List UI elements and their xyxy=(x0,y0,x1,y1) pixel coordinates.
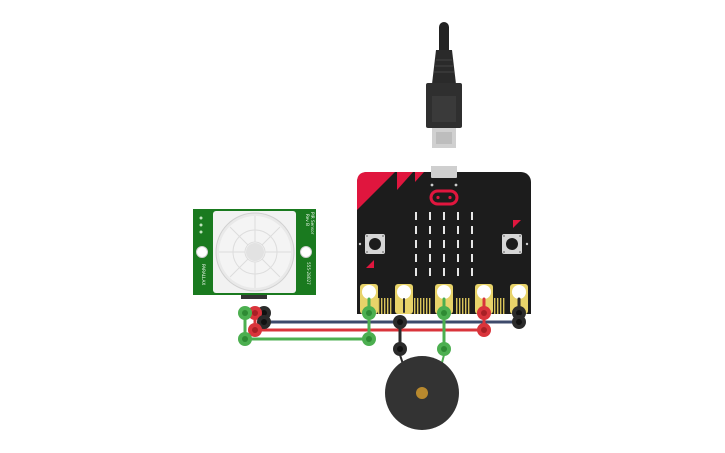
pir-label-right-part: 555-28027 xyxy=(306,262,311,285)
led-matrix xyxy=(415,212,473,276)
buzzer-icon xyxy=(385,354,459,430)
usb-cable-icon xyxy=(426,22,462,172)
wire-nodes xyxy=(238,306,526,356)
microbit-icon xyxy=(357,166,531,314)
button-a[interactable] xyxy=(365,234,385,254)
pir-sensor-icon: PARALLAX PIR Sensor Rev B 555-28027 xyxy=(193,209,316,299)
button-b[interactable] xyxy=(502,234,522,254)
pir-label-right-rev: Rev B xyxy=(305,214,310,226)
wire-pir-out[interactable] xyxy=(243,311,371,341)
pir-label-right-top: PIR Sensor xyxy=(310,212,315,235)
edge-connector-teeth xyxy=(378,298,505,314)
pir-label-left: PARALLAX xyxy=(201,264,206,285)
